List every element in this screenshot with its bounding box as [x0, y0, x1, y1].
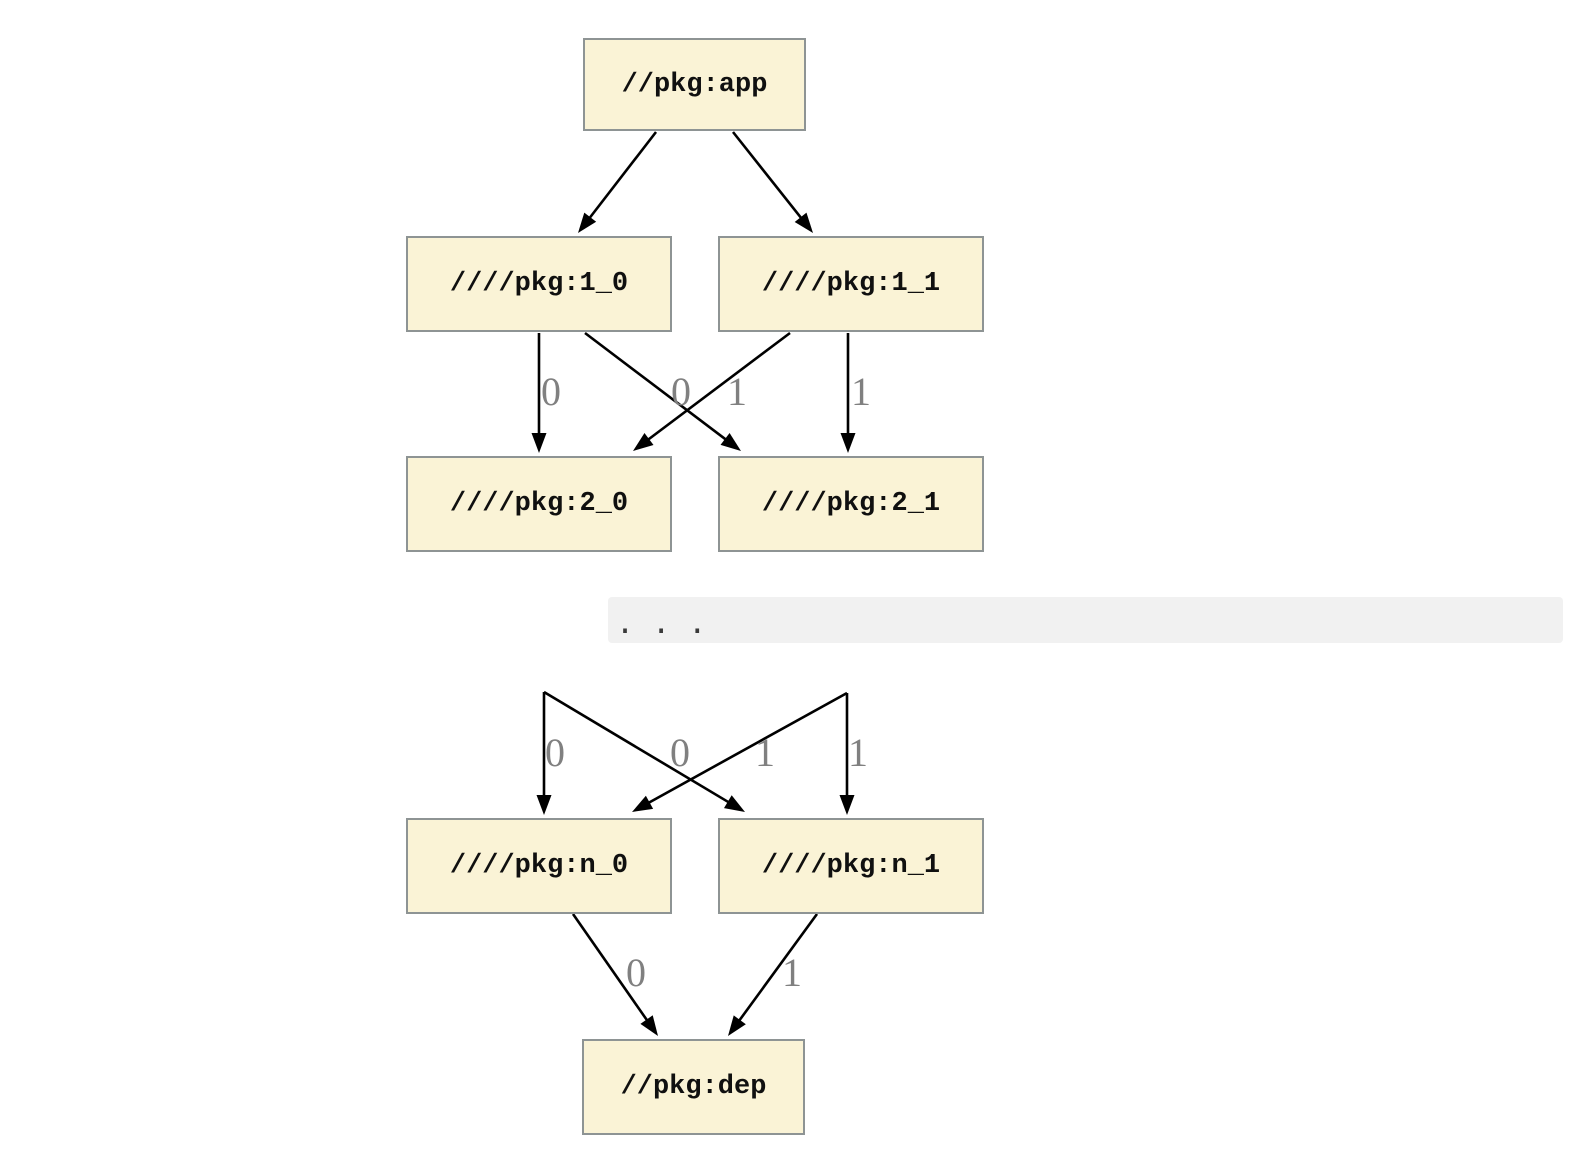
- arrowhead-icon: [723, 795, 745, 812]
- graph-node-1_1: ////pkg:1_1: [718, 236, 984, 332]
- graph-node-n_1: ////pkg:n_1: [718, 818, 984, 914]
- edge-label-1_1-2_1: 1: [851, 369, 871, 414]
- edge-1_1-2_1: [840, 333, 856, 453]
- edge-label-1_1-2_0: 0: [671, 369, 691, 414]
- arrowhead-icon: [839, 795, 855, 815]
- graph-node-dep: //pkg:dep: [582, 1039, 805, 1135]
- edge-label-n_1-dep: 1: [782, 950, 802, 995]
- arrowhead-icon: [720, 432, 741, 451]
- arrowhead-icon: [578, 212, 597, 233]
- graph-node-app: //pkg:app: [583, 38, 806, 131]
- arrowhead-icon: [794, 212, 813, 233]
- arrowhead-icon: [840, 433, 856, 453]
- edge-1_0-2_1: [584, 331, 741, 451]
- edge-label-1_0-2_0: 0: [541, 369, 561, 414]
- edge-1_0-2_0: [531, 333, 547, 453]
- ellipsis-separator: . . .: [608, 597, 1563, 643]
- graph-node-n_0: ////pkg:n_0: [406, 818, 672, 914]
- edge-label-ellipsis_1-n_0: 0: [670, 730, 690, 775]
- arrowhead-icon: [536, 795, 552, 815]
- arrowhead-icon: [632, 795, 654, 812]
- edge-label-ellipsis_0-n_1: 1: [755, 730, 775, 775]
- edge-app-1_1: [731, 131, 813, 233]
- edge-n_0-dep: [571, 913, 658, 1036]
- arrowhead-icon: [633, 432, 654, 451]
- edge-n_1-dep: [728, 913, 819, 1036]
- edge-ellipsis_0-n_0: [536, 692, 552, 815]
- edge-1_1-2_0: [633, 331, 791, 451]
- edge-ellipsis_0-n_1: [543, 690, 745, 812]
- edge-ellipsis_1-n_1: [839, 693, 855, 815]
- arrowhead-icon: [640, 1015, 658, 1036]
- arrowhead-icon: [531, 433, 547, 453]
- edge-label-ellipsis_0-n_0: 0: [545, 730, 565, 775]
- ellipsis-text: . . .: [616, 606, 707, 641]
- edge-label-ellipsis_1-n_1: 1: [848, 730, 868, 775]
- graph-node-2_1: ////pkg:2_1: [718, 456, 984, 552]
- edge-app-1_0: [578, 131, 658, 233]
- arrowhead-icon: [728, 1015, 746, 1036]
- graph-node-1_0: ////pkg:1_0: [406, 236, 672, 332]
- edge-label-1_0-2_1: 1: [727, 369, 747, 414]
- edge-ellipsis_1-n_0: [632, 691, 848, 812]
- edge-label-n_0-dep: 0: [626, 950, 646, 995]
- graph-node-2_0: ////pkg:2_0: [406, 456, 672, 552]
